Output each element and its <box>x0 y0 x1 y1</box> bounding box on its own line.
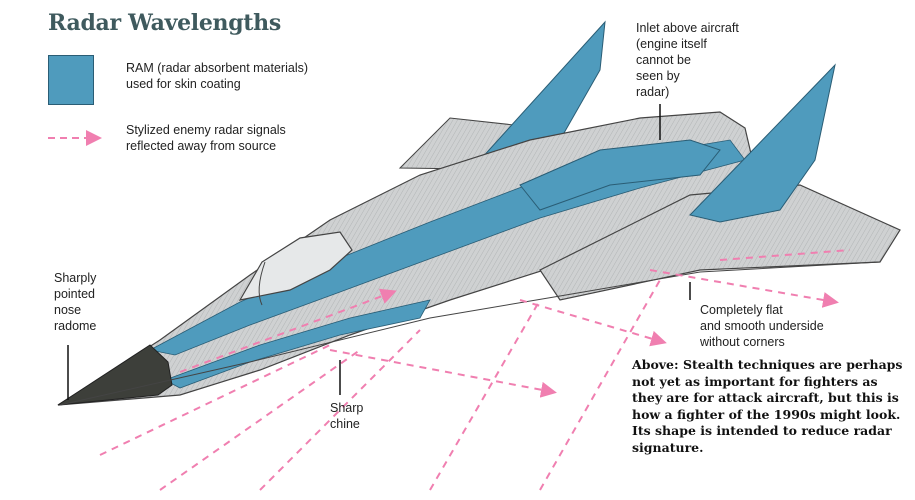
inlet-hump <box>519 139 721 211</box>
nose-callout: Sharply pointed nose radome <box>54 271 97 333</box>
nose-radome <box>57 344 173 406</box>
ram-legend-swatch <box>48 55 94 105</box>
right-tail-fin <box>689 63 836 223</box>
figure-caption: Above: Stealth techniques are perhaps no… <box>632 357 903 455</box>
inlet-callout: Inlet above aircraft (engine itself cann… <box>636 21 739 99</box>
radar-signals <box>48 130 851 491</box>
radar-signal-legend-label: Stylized enemy radar signals reflected a… <box>126 123 286 153</box>
underside-callout: Completely flat and smooth underside wit… <box>700 303 824 349</box>
ram-legend-label: RAM (radar absorbent materials) used for… <box>126 61 309 91</box>
chine-line <box>59 261 881 406</box>
canopy-frame <box>258 261 266 306</box>
diagram-title: Radar Wavelengths <box>48 10 281 36</box>
chine-callout: Sharp chine <box>330 401 364 431</box>
canopy <box>238 231 353 301</box>
near-wing <box>539 184 901 301</box>
